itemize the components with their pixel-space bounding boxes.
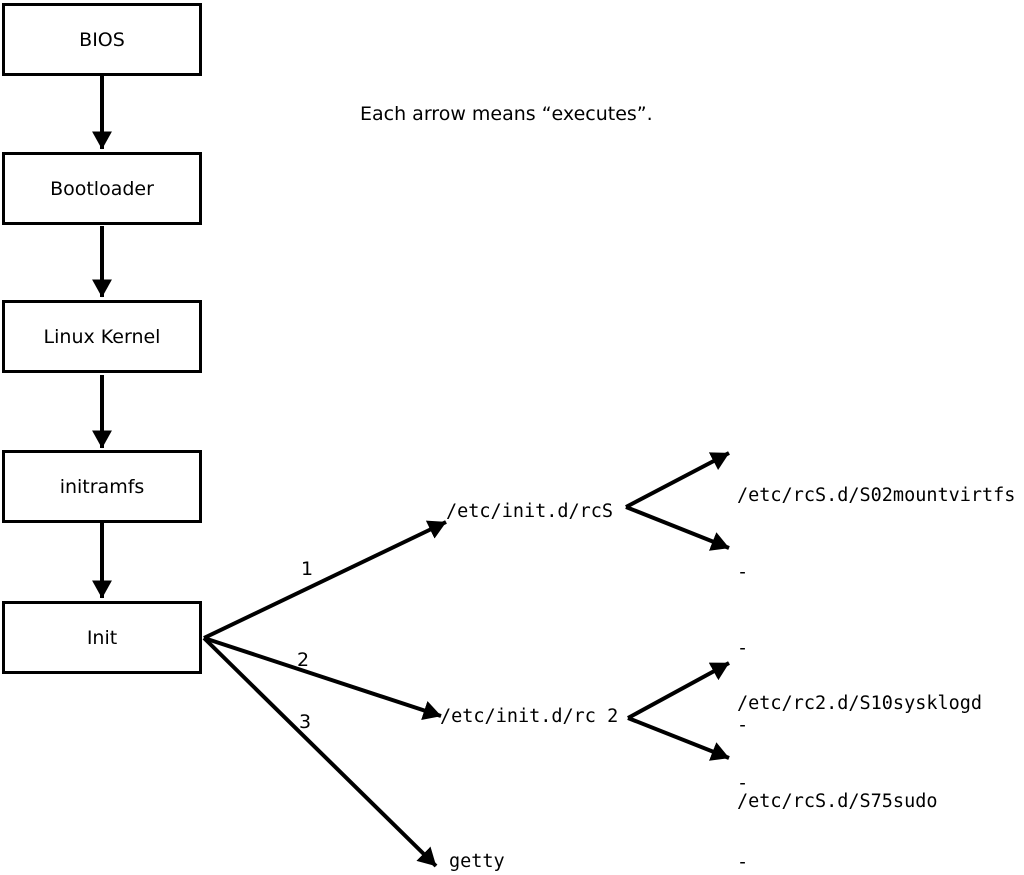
arrow-init-to-getty <box>202 636 438 868</box>
arrow-rcs-to-first-script <box>625 451 730 509</box>
node-linux-kernel: Linux Kernel <box>2 300 202 373</box>
rcs-children-list: /etc/rcS.d/S02mountvirtfs - - - /etc/rcS… <box>737 432 1015 866</box>
arrow-init-to-rcs <box>203 520 447 640</box>
script-entry: /etc/rc2.d/S10sysklogd <box>737 693 983 714</box>
script-entry: /etc/rcS.d/S02mountvirtfs <box>737 485 1016 506</box>
target-rcs-script: /etc/init.d/rcS <box>446 501 614 522</box>
script-entry: - <box>737 772 749 794</box>
arrow-rc2-to-last-script <box>627 716 730 761</box>
node-bios: BIOS <box>2 3 202 76</box>
script-entry: /etc/rcS.d/S75sudo <box>737 791 938 812</box>
arrow-rc2-to-first-script <box>627 661 730 720</box>
arrow-order-label-1: 1 <box>301 558 314 580</box>
node-init: Init <box>2 601 202 674</box>
arrow-legend-note: Each arrow means “executes”. <box>360 103 653 125</box>
arrow-order-label-3: 3 <box>299 711 312 733</box>
script-entry: - <box>737 561 749 583</box>
script-entry: - <box>737 638 749 659</box>
script-entry: - <box>737 852 749 873</box>
target-rc2-script: /etc/init.d/rc 2 <box>440 706 619 727</box>
node-initramfs: initramfs <box>2 450 202 523</box>
script-entry: - <box>737 714 749 736</box>
node-bootloader: Bootloader <box>2 152 202 225</box>
arrow-rcs-to-last-script <box>625 505 730 551</box>
arrow-init-to-rc2 <box>203 636 442 720</box>
target-getty: getty <box>449 851 505 872</box>
arrow-order-label-2: 2 <box>297 649 310 671</box>
rc2-children-list: /etc/rc2.d/S10sysklogd - - - /etc/rc2.d/… <box>737 638 982 875</box>
